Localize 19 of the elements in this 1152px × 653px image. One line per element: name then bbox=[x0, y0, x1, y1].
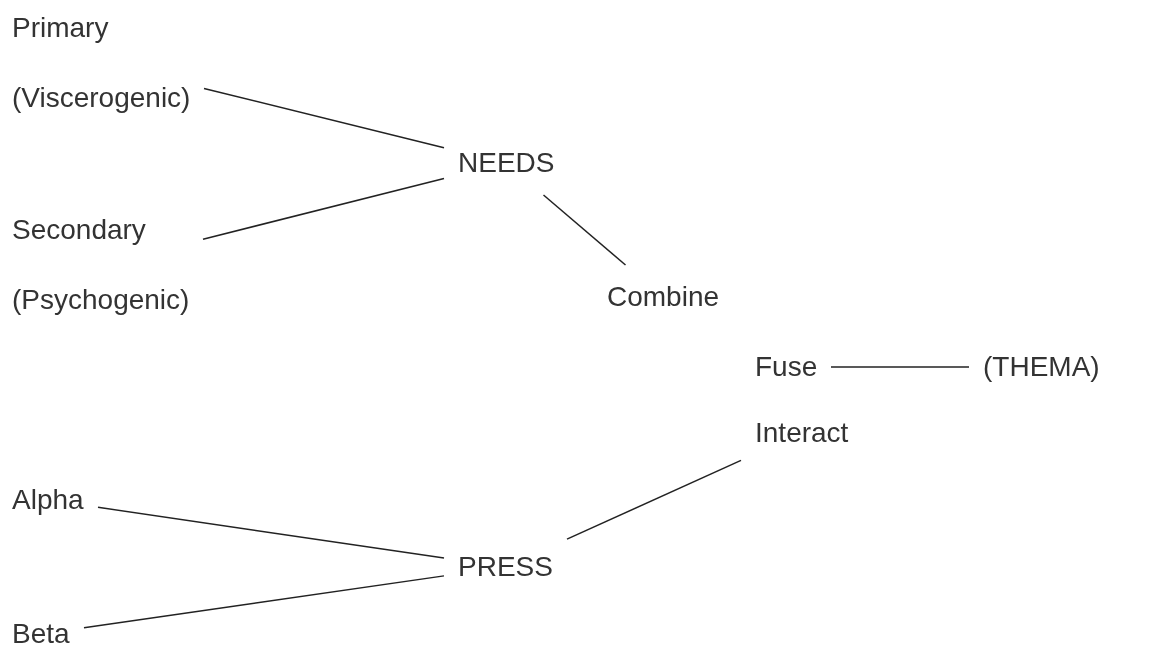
node-label: Interact bbox=[755, 416, 849, 450]
node-label: NEEDS bbox=[458, 146, 555, 180]
connector-line bbox=[97, 506, 445, 559]
connector-line bbox=[202, 177, 445, 240]
node-label: (Viscerogenic) bbox=[12, 81, 191, 115]
node-label: Beta bbox=[12, 617, 70, 651]
connector-line bbox=[203, 87, 445, 149]
node-label: Secondary bbox=[12, 213, 147, 247]
node-label: Alpha bbox=[12, 483, 84, 517]
node-label: Primary bbox=[12, 11, 110, 45]
node-label: Combine bbox=[607, 280, 720, 314]
connector-line bbox=[830, 366, 970, 368]
node-label: (Psychogenic) bbox=[12, 283, 190, 317]
node-label: Fuse bbox=[755, 350, 818, 384]
connector-line bbox=[83, 575, 445, 629]
connector-line bbox=[566, 459, 742, 540]
node-label: PRESS bbox=[458, 550, 553, 584]
node-label: (THEMA) bbox=[983, 350, 1100, 384]
connector-line bbox=[542, 194, 627, 266]
